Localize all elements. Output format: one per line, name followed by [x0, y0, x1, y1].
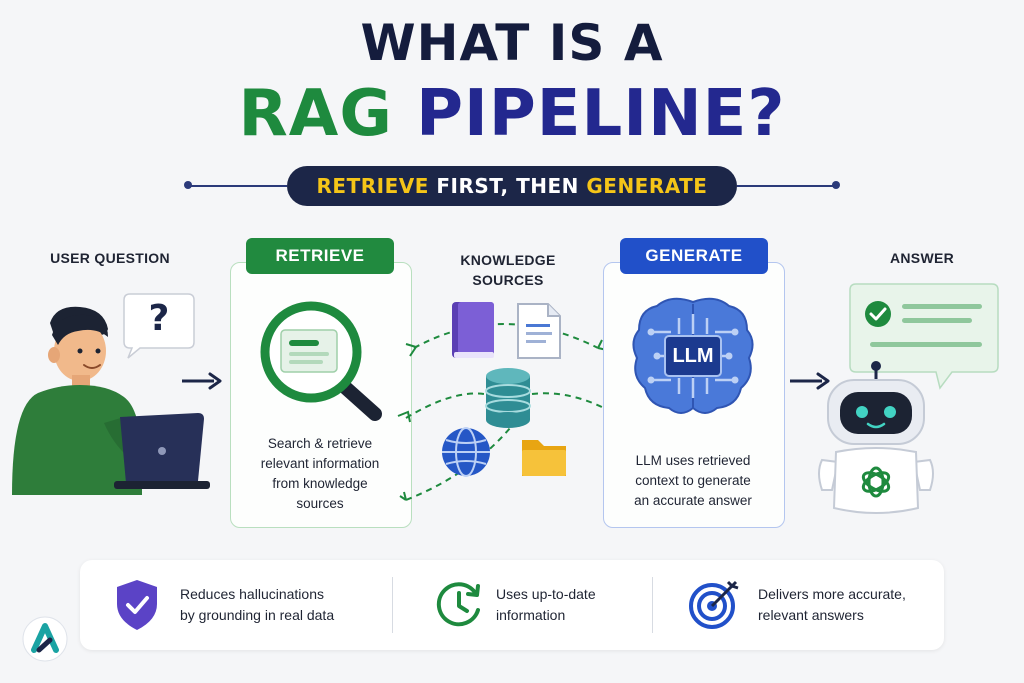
subtitle-right-line — [737, 185, 834, 187]
subtitle-generate: GENERATE — [586, 174, 708, 198]
benefit-hallucinations: Reduces hallucinations by grounding in r… — [180, 584, 380, 626]
benefit-line: by grounding in real data — [180, 607, 335, 623]
generate-line: context to generate — [635, 473, 751, 488]
retrieve-line: relevant information — [260, 456, 380, 471]
retrieve-line: from knowledge — [272, 476, 368, 491]
title-line-2: RAG PIPELINE? — [0, 74, 1024, 154]
benefits-divider — [652, 577, 653, 633]
globe-icon — [442, 427, 490, 477]
benefit-line: Uses up-to-date — [496, 586, 596, 602]
benefit-up-to-date: Uses up-to-date information — [496, 584, 636, 626]
question-mark: ? — [148, 298, 170, 339]
benefits-divider — [392, 577, 393, 633]
answer-bubble — [846, 282, 1002, 394]
knowledge-label-line: KNOWLEDGE — [460, 252, 556, 268]
subtitle-right-dot — [832, 181, 840, 189]
subtitle-retrieve: RETRIEVE — [316, 174, 429, 198]
check-circle-icon — [865, 301, 891, 327]
shield-check-icon — [114, 578, 160, 632]
brand-logo — [22, 616, 68, 662]
benefit-accurate-answers: Delivers more accurate, relevant answers — [758, 584, 938, 626]
openai-logo-icon — [861, 466, 891, 498]
retrieve-line: Search & retrieve — [267, 436, 373, 451]
question-bubble: ? — [122, 292, 198, 362]
llm-chip-label: LLM — [672, 345, 714, 367]
generate-pill: GENERATE — [620, 238, 768, 274]
knowledge-label-line: SOURCES — [472, 272, 544, 288]
user-at-laptop-illustration — [8, 305, 213, 495]
user-question-label: USER QUESTION — [50, 250, 170, 266]
knowledge-sources-label: KNOWLEDGE SOURCES — [430, 250, 586, 290]
arrow-to-answer — [788, 372, 830, 390]
subtitle-banner: RETRIEVE FIRST, THEN GENERATE — [287, 166, 737, 206]
answer-label: ANSWER — [889, 250, 955, 266]
subtitle-middle: FIRST, THEN — [428, 174, 587, 198]
generate-line: LLM uses retrieved — [635, 453, 751, 468]
benefit-line: relevant answers — [758, 607, 864, 623]
benefit-line: information — [496, 607, 566, 623]
retrieve-line: sources — [296, 496, 344, 511]
database-icon — [485, 368, 531, 428]
arrow-to-retrieve — [180, 372, 222, 390]
generate-description: LLM uses retrieved context to generate a… — [609, 451, 777, 511]
folder-icon — [522, 440, 566, 476]
target-icon — [688, 578, 740, 630]
retrieve-pill: RETRIEVE — [246, 238, 394, 274]
subtitle-left-dot — [184, 181, 192, 189]
retrieve-description: Search & retrieve relevant information f… — [236, 434, 404, 514]
benefit-line: Reduces hallucinations — [180, 586, 324, 602]
book-icon — [452, 302, 494, 358]
title-line-1: WHAT IS A — [360, 14, 664, 72]
document-icon — [517, 303, 561, 359]
magnifier-icon — [255, 296, 385, 426]
subtitle-left-line — [190, 185, 287, 187]
brain-icon: LLM — [627, 292, 759, 420]
benefits-panel — [80, 560, 944, 650]
generate-line: an accurate answer — [634, 493, 752, 508]
knowledge-sources-cluster — [392, 290, 622, 520]
clock-icon — [434, 580, 484, 630]
title-rag: RAG — [238, 77, 393, 151]
title-pipeline: PIPELINE? — [416, 77, 786, 151]
benefit-line: Delivers more accurate, — [758, 586, 906, 602]
robot-icon — [812, 360, 940, 520]
